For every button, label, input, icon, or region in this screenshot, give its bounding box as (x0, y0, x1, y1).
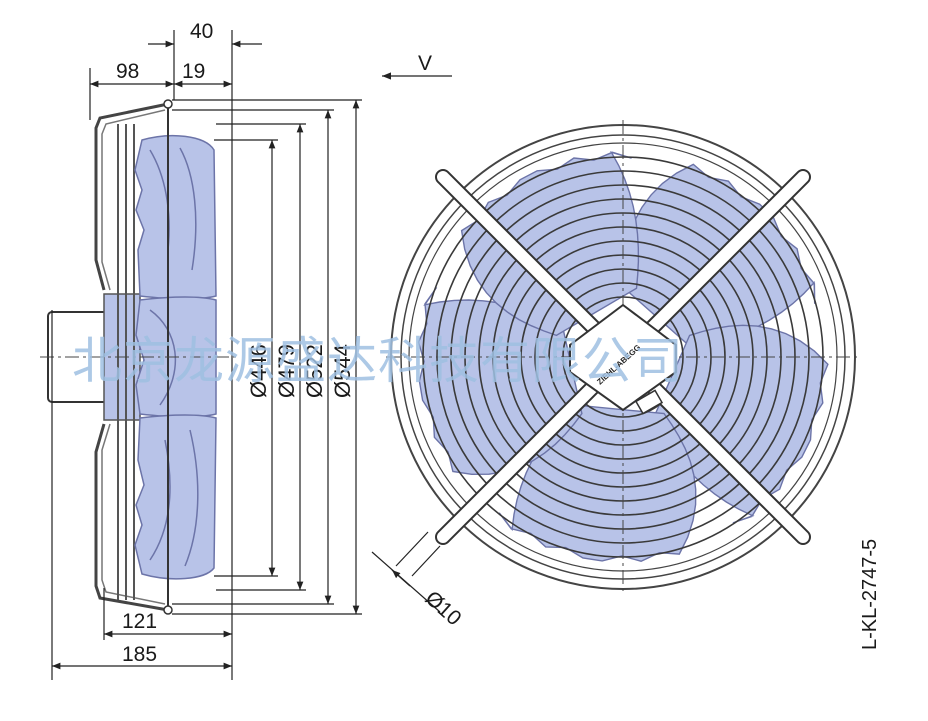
motor-plate: ZIEHL-ABEGG (569, 303, 677, 415)
dim-hole-diameter: Ø10 (421, 587, 466, 631)
fan-blade (460, 151, 640, 337)
dim-121: 121 (122, 610, 157, 633)
dim-diameter-479: Ø479 (274, 344, 299, 398)
dim-diameter-446: Ø446 (246, 344, 271, 398)
side-view (40, 99, 240, 615)
drawing-reference: L-KL-2747-5 (859, 539, 881, 650)
side-blade-upper (134, 134, 217, 300)
front-view: ZIEHL-ABEGG Ø10 (371, 120, 860, 631)
dim-diameter-544: Ø544 (330, 344, 355, 398)
horizontal-dimensions (51, 30, 262, 680)
dim-40: 40 (190, 20, 213, 43)
company-watermark: 北京龙源盛达科技有限公司 (72, 332, 684, 390)
hole-dimension (371, 531, 441, 613)
airflow-indicator: V (382, 52, 452, 80)
dim-19: 19 (182, 60, 205, 83)
dim-98: 98 (116, 60, 139, 83)
airflow-label: V (418, 52, 432, 75)
dim-diameter-522: Ø522 (302, 344, 327, 398)
guard-wire (94, 102, 169, 612)
side-blade-lower (134, 414, 217, 580)
fan-blades (417, 151, 829, 562)
diameter-dimensions (172, 99, 362, 615)
dim-185: 185 (122, 643, 157, 666)
